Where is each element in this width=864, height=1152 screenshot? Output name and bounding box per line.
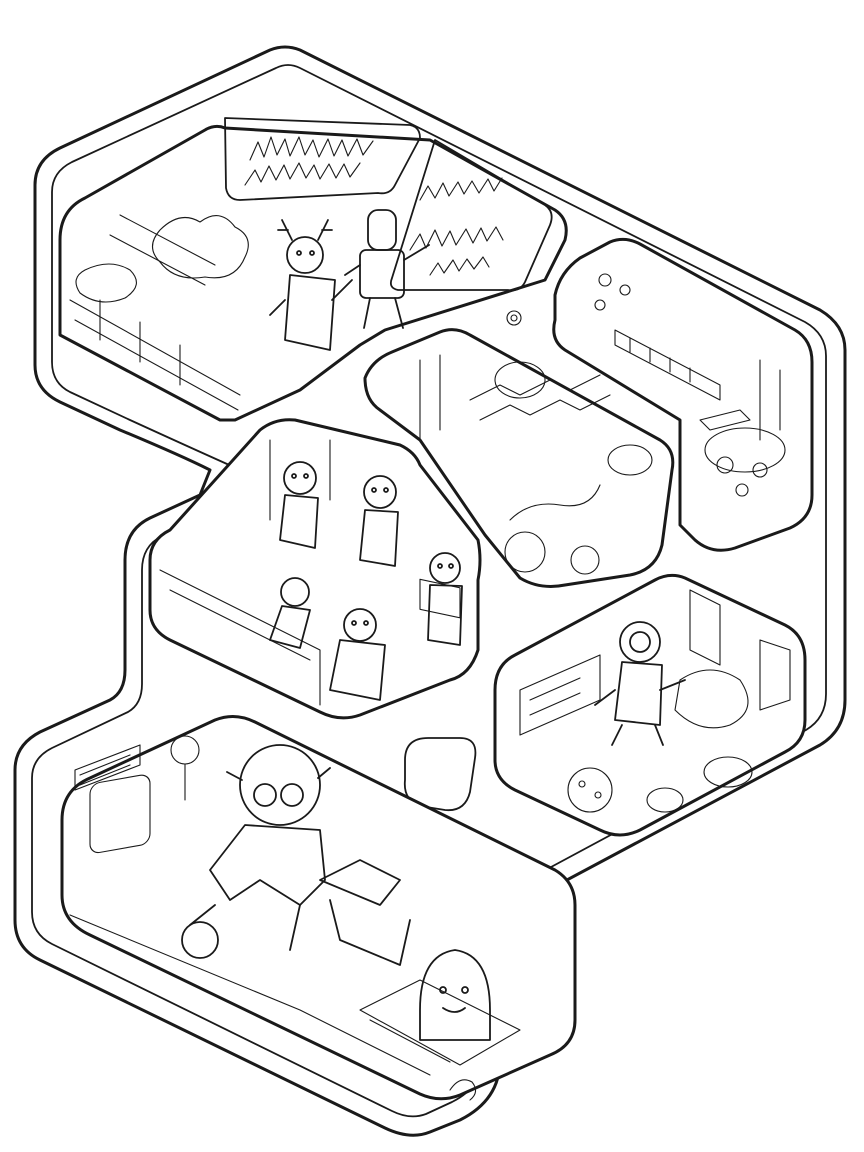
sleeping-pod-module — [60, 715, 577, 1101]
galley-module — [552, 237, 814, 552]
astronaut-figure — [594, 621, 686, 746]
alien-figure-4 — [269, 577, 311, 649]
greenhouse-module — [58, 117, 568, 422]
control-room-module — [363, 328, 675, 588]
big-astronaut-figure — [181, 744, 411, 966]
deer-creature-figure — [269, 219, 353, 351]
plants-upper — [244, 136, 504, 276]
robot-figure — [344, 209, 430, 329]
alien-figure-5 — [329, 608, 386, 701]
capsule-pet-figure — [419, 949, 491, 1041]
alien-figure-2 — [359, 475, 399, 567]
connector-hatch — [403, 737, 477, 812]
cockpit-module — [493, 573, 807, 837]
alien-figure-3 — [427, 552, 463, 646]
crew-lounge-module — [148, 418, 482, 720]
alien-figure-1 — [279, 461, 319, 549]
